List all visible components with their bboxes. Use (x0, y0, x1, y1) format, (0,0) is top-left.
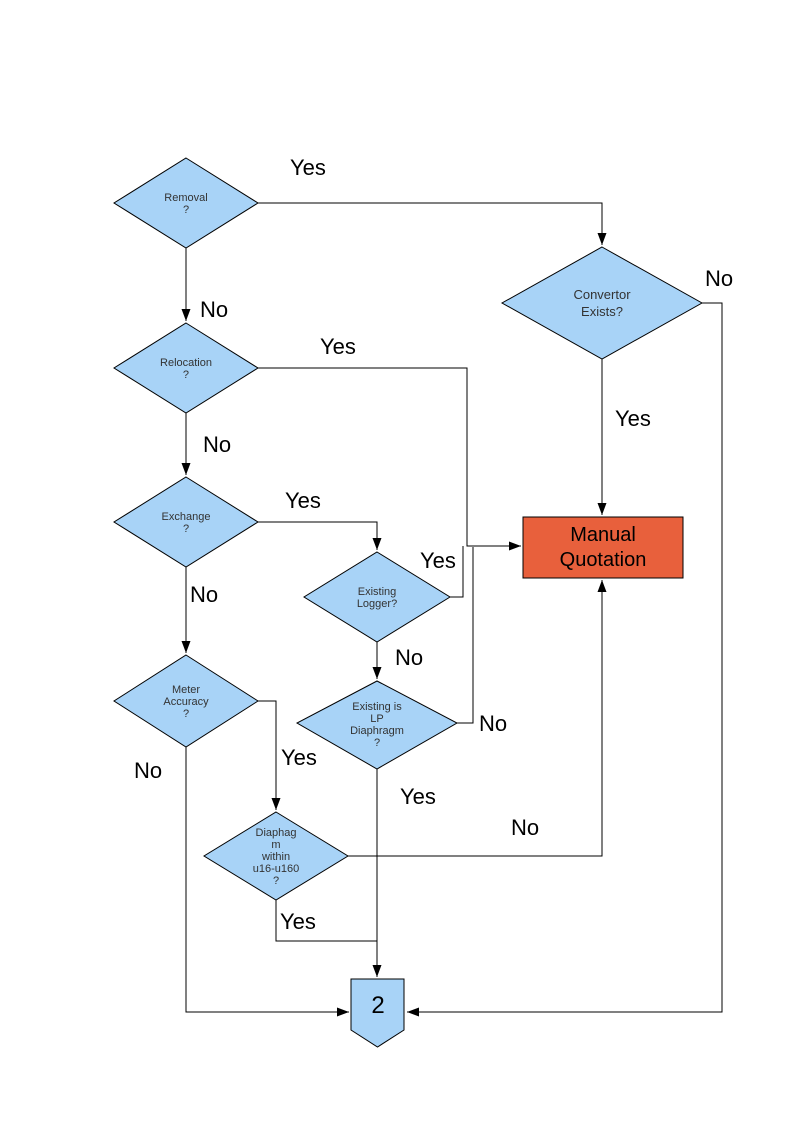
edge-relocation-yes (258, 367, 521, 551)
edge-diaphragm-within-no (348, 580, 607, 857)
edge-meter-accuracy-no (185, 747, 349, 1017)
decision-meter-accuracy (113, 654, 259, 748)
decision-convertor-exists (500, 246, 704, 360)
decision-existing-lp-diaphragm (295, 680, 459, 770)
decision-existing-logger (303, 551, 451, 643)
decision-exchange (113, 476, 259, 568)
offpage-connector-2 (350, 978, 405, 1048)
edge-diaphragm-within-yes (275, 900, 377, 942)
edge-removal-yes (258, 202, 607, 245)
edge-existing-logger-yes (450, 546, 464, 598)
process-manual-quotation (522, 516, 684, 579)
edge-meter-accuracy-yes (258, 700, 281, 810)
edge-lp-diaphragm-no (457, 547, 474, 724)
edge-convertor-no (407, 302, 723, 1017)
decision-diaphragm-within (203, 811, 349, 901)
decision-relocation (113, 322, 259, 414)
decision-removal (113, 157, 259, 249)
edge-exchange-yes (258, 521, 382, 550)
